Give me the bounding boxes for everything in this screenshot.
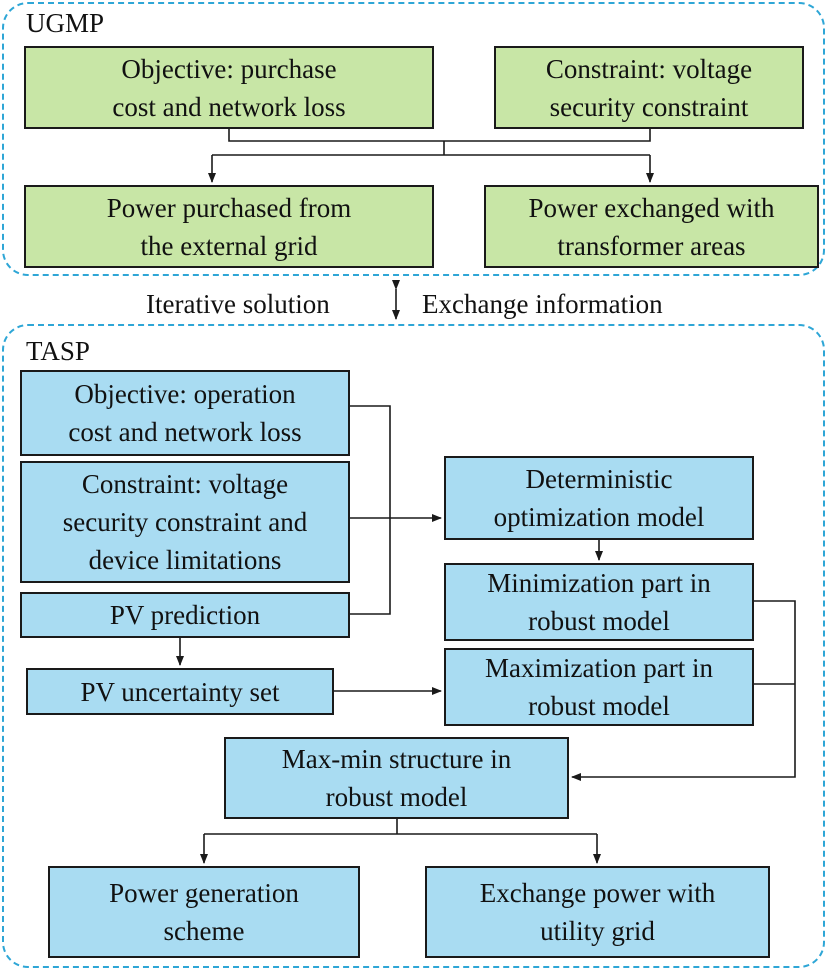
ugmp-objective-line-2: cost and network loss [112,91,346,122]
tasp-objective-box: Objective: operation cost and network lo… [20,370,350,456]
deterministic-model-box: Deterministic optimization model [444,456,754,540]
ugmp-power-purchased-line-1: Power purchased from [106,192,352,223]
tasp-constraint-line-3: device limitations [88,545,282,575]
ugmp-power-purchased-box: Power purchased from the external grid [24,185,434,268]
minimization-part-line-2: robust model [528,606,670,636]
power-generation-scheme-line-2: scheme [163,916,245,946]
exchange-information-label: Exchange information [422,289,663,319]
ugmp-power-exchanged-line-1: Power exchanged with [528,192,775,223]
minimization-part-box: Minimization part in robust model [444,563,754,641]
deterministic-model-line-1: Deterministic [525,464,673,494]
tasp-constraint-box: Constraint: voltage security constraint … [20,461,350,583]
ugmp-power-purchased-line-2: the external grid [140,230,318,261]
ugmp-region [2,2,825,276]
exchange-power-line-2: utility grid [540,916,655,946]
power-generation-scheme-line-1: Power generation [109,878,299,908]
tasp-title: TASP [26,336,90,366]
max-min-structure-box: Max-min structure in robust model [224,737,569,819]
ugmp-objective-box: Objective: purchase cost and network los… [24,46,434,129]
minimization-part-line-1: Minimization part in [487,568,711,598]
power-generation-scheme-box: Power generation scheme [48,866,360,958]
tasp-constraint-line-2: security constraint and [62,507,308,537]
max-min-structure-line-2: robust model [325,782,468,812]
deterministic-model-line-2: optimization model [493,502,705,532]
maximization-part-line-1: Maximization part in [485,653,713,683]
ugmp-constraint-line-1: Constraint: voltage [545,53,753,84]
exchange-power-line-1: Exchange power with [479,878,716,908]
ugmp-title: UGMP [26,8,105,38]
ugmp-power-exchanged-line-2: transformer areas [557,230,746,261]
maximization-part-box: Maximization part in robust model [444,648,754,726]
tasp-constraint-line-1: Constraint: voltage [81,469,289,499]
ugmp-constraint-line-2: security constraint [549,91,749,122]
ugmp-objective-line-1: Objective: purchase [121,53,337,84]
maximization-part-line-2: robust model [528,691,670,721]
tasp-objective-line-1: Objective: operation [74,379,296,409]
pv-uncertainty-set-box: PV uncertainty set [26,668,334,715]
pv-uncertainty-set-label: PV uncertainty set [80,676,280,707]
tasp-objective-line-2: cost and network loss [68,417,302,447]
iterative-solution-label: Iterative solution [146,289,330,319]
max-min-structure-line-1: Max-min structure in [281,744,512,774]
ugmp-constraint-box: Constraint: voltage security constraint [494,46,804,129]
ugmp-power-exchanged-box: Power exchanged with transformer areas [484,185,819,268]
pv-prediction-box: PV prediction [20,592,350,638]
exchange-power-box: Exchange power with utility grid [425,866,770,958]
tasp-region [2,324,825,968]
pv-prediction-label: PV prediction [109,600,261,630]
